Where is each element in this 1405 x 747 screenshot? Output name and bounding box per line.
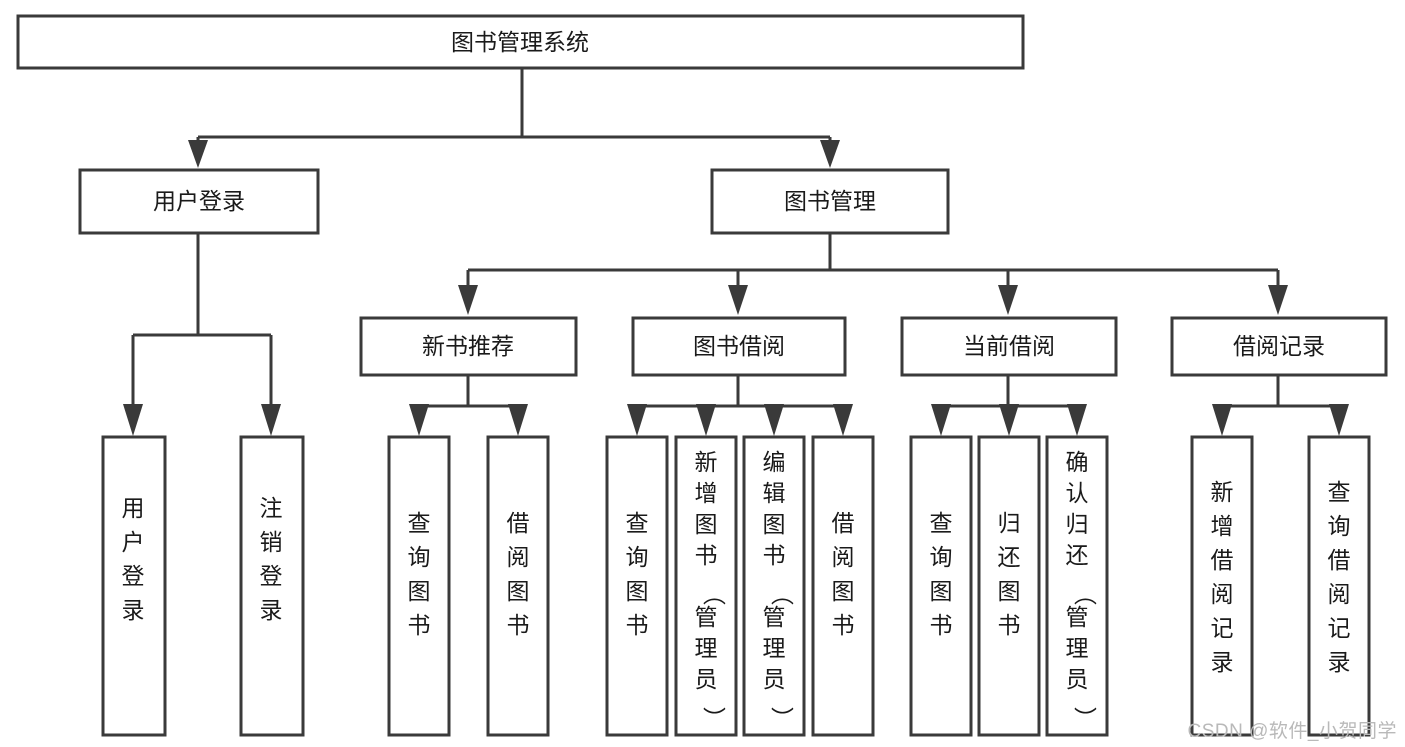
node-book-borrow-label: 图书借阅 [693, 333, 785, 359]
arrowhead-icon [1329, 404, 1349, 436]
arrowhead-icon [820, 140, 840, 168]
arrowhead-icon [1268, 285, 1288, 315]
arrowhead-icon [999, 404, 1019, 436]
arrowhead-layer [123, 140, 1349, 436]
node-borrow-record-box[interactable] [1170, 316, 1388, 377]
vertical-paren-glyph: （ [769, 583, 795, 606]
node-leaf-return-book-box[interactable] [977, 435, 1041, 737]
vertical-paren-glyph: ） [769, 707, 795, 730]
node-leaf-borrow-book-2-label: 借阅图书 [832, 510, 855, 638]
vertical-paren-glyph: （ [701, 583, 727, 606]
node-leaf-edit-book-label: 编辑图书管理员 [763, 449, 786, 692]
node-leaf-user-login[interactable]: 用户登录 [101, 435, 167, 737]
arrowhead-icon [998, 285, 1018, 315]
node-leaf-borrow-book-2-box[interactable] [811, 435, 875, 737]
arrowhead-icon [931, 404, 951, 436]
arrowhead-icon [627, 404, 647, 436]
arrowhead-icon [764, 404, 784, 436]
node-leaf-query-record[interactable]: 查询借阅记录 [1307, 435, 1371, 737]
node-leaf-add-book[interactable]: 新增图书管理员 （ ） [674, 435, 738, 737]
node-leaf-logout-label: 注销登录 [260, 495, 283, 623]
node-leaf-query-book-2[interactable]: 查询图书 [605, 435, 669, 737]
node-leaf-confirm-return[interactable]: 确认归还管理员 （ ） [1045, 435, 1109, 737]
node-leaf-add-book-label: 新增图书管理员 [695, 449, 718, 692]
node-current-borrow-label: 当前借阅 [963, 333, 1055, 359]
node-leaf-query-book-2-label: 查询图书 [626, 510, 649, 638]
node-leaf-query-book-3[interactable]: 查询图书 [909, 435, 973, 737]
arrowhead-icon [1067, 404, 1087, 436]
arrowhead-icon [728, 285, 748, 315]
node-root[interactable]: 图书管理系统 [16, 14, 1025, 70]
node-borrow-record[interactable]: 借阅记录 [1170, 316, 1388, 377]
node-leaf-borrow-book-1[interactable]: 借阅图书 [486, 435, 550, 737]
arrowhead-icon [458, 285, 478, 315]
node-leaf-return-book-label: 归还图书 [998, 510, 1021, 638]
node-leaf-query-record-label: 查询借阅记录 [1328, 479, 1351, 675]
arrowhead-icon [261, 404, 281, 436]
node-book-manage[interactable]: 图书管理 [710, 168, 950, 235]
node-leaf-add-record-label: 新增借阅记录 [1211, 479, 1234, 675]
node-user-login-box[interactable] [78, 168, 320, 235]
node-leaf-query-book-2-box[interactable] [605, 435, 669, 737]
node-book-borrow[interactable]: 图书借阅 [631, 316, 847, 377]
node-new-book-recommend[interactable]: 新书推荐 [359, 316, 578, 377]
node-new-book-recommend-box[interactable] [359, 316, 578, 377]
node-borrow-record-label: 借阅记录 [1233, 333, 1325, 359]
arrowhead-icon [123, 404, 143, 436]
node-leaf-query-book-3-box[interactable] [909, 435, 973, 737]
node-leaf-add-book-box[interactable] [674, 435, 738, 737]
node-leaf-add-record[interactable]: 新增借阅记录 [1190, 435, 1254, 737]
node-root-label: 图书管理系统 [451, 29, 589, 55]
node-book-borrow-box[interactable] [631, 316, 847, 377]
node-root-box[interactable] [16, 14, 1025, 70]
node-leaf-query-book-1[interactable]: 查询图书 [387, 435, 451, 737]
node-book-manage-label: 图书管理 [784, 188, 876, 214]
node-leaf-user-login-box[interactable] [101, 435, 167, 737]
arrowhead-icon [188, 140, 208, 168]
node-user-login[interactable]: 用户登录 [78, 168, 320, 235]
arrowhead-icon [696, 404, 716, 436]
node-leaf-add-record-box[interactable] [1190, 435, 1254, 737]
node-leaf-user-login-label: 用户登录 [122, 495, 145, 623]
arrowhead-icon [833, 404, 853, 436]
node-leaf-confirm-return-box[interactable] [1045, 435, 1109, 737]
node-leaf-query-book-1-box[interactable] [387, 435, 451, 737]
arrowhead-icon [409, 404, 429, 436]
arrowhead-icon [1212, 404, 1232, 436]
node-current-borrow[interactable]: 当前借阅 [900, 316, 1118, 377]
node-leaf-edit-book[interactable]: 编辑图书管理员 （ ） [742, 435, 806, 737]
node-book-manage-box[interactable] [710, 168, 950, 235]
node-leaf-logout[interactable]: 注销登录 [239, 435, 305, 737]
node-leaf-query-record-box[interactable] [1307, 435, 1371, 737]
vertical-paren-glyph: ） [1072, 707, 1098, 730]
node-user-login-label: 用户登录 [153, 188, 245, 214]
node-leaf-borrow-book-1-label: 借阅图书 [507, 510, 530, 638]
node-leaf-confirm-return-label: 确认归还管理员 [1066, 449, 1089, 692]
node-leaf-query-book-3-label: 查询图书 [930, 510, 953, 638]
node-current-borrow-box[interactable] [900, 316, 1118, 377]
vertical-paren-glyph: （ [1072, 583, 1098, 606]
node-leaf-query-book-1-label: 查询图书 [408, 510, 431, 638]
vertical-paren-glyph: ） [701, 707, 727, 730]
node-new-book-recommend-label: 新书推荐 [422, 333, 514, 359]
node-leaf-borrow-book-1-box[interactable] [486, 435, 550, 737]
arrowhead-icon [508, 404, 528, 436]
node-leaf-edit-book-box[interactable] [742, 435, 806, 737]
node-leaf-borrow-book-2[interactable]: 借阅图书 [811, 435, 875, 737]
node-leaf-return-book[interactable]: 归还图书 [977, 435, 1041, 737]
node-leaf-logout-box[interactable] [239, 435, 305, 737]
